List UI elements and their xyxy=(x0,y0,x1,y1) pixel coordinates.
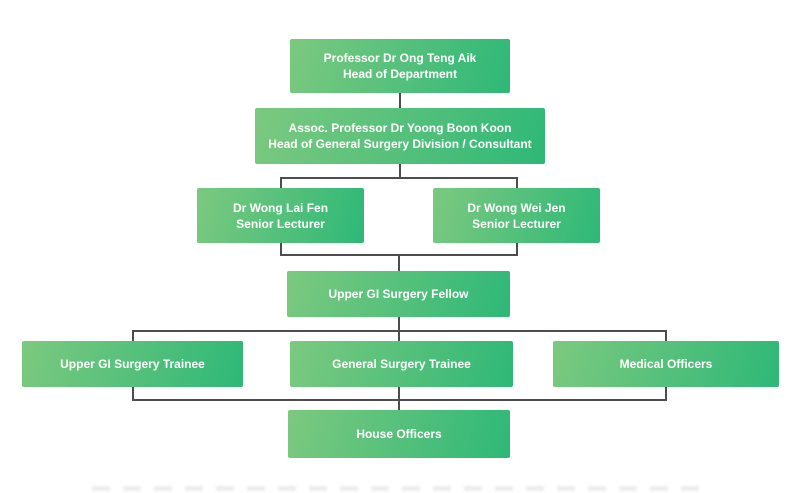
node-subtitle: Head of Department xyxy=(342,67,458,81)
node-title: Assoc. Professor Dr Yoong Boon Koon xyxy=(288,121,512,135)
connector-trainees-crossbar xyxy=(132,330,667,332)
node-title: Upper GI Surgery Trainee xyxy=(60,357,205,371)
connector-rise-trainee-middle xyxy=(398,387,400,399)
node-title: Dr Wong Wei Jen xyxy=(467,200,566,215)
cropped-text-artifact xyxy=(92,486,710,491)
org-node-senior-lecturer-wong-lai-fen: Dr Wong Lai Fen Senior Lecturer xyxy=(197,188,364,243)
connector-rise-trainee-left xyxy=(132,387,134,399)
connector-rise-lecturer-left xyxy=(280,243,282,254)
connector-lecturers-crossbar xyxy=(280,177,518,179)
connector-head-to-division xyxy=(399,93,401,108)
org-node-division-head-consultant: Assoc. Professor Dr Yoong Boon Koon Head… xyxy=(255,108,545,164)
connector-drop-trainee-middle xyxy=(398,330,400,341)
node-subtitle: Senior Lecturer xyxy=(472,216,561,231)
node-title: Medical Officers xyxy=(619,357,713,371)
connector-drop-officers-right xyxy=(665,330,667,341)
connector-drop-lecturer-left xyxy=(280,177,282,188)
node-title: Professor Dr Ong Teng Aik xyxy=(323,51,477,65)
org-node-senior-lecturer-wong-wei-jen: Dr Wong Wei Jen Senior Lecturer xyxy=(433,188,600,243)
node-subtitle: Senior Lecturer xyxy=(236,216,325,231)
connector-fellow-stem xyxy=(398,254,400,271)
node-title: General Surgery Trainee xyxy=(332,357,471,371)
node-title: House Officers xyxy=(356,427,442,441)
connector-fellow-down-stem xyxy=(398,317,400,330)
connector-division-stem xyxy=(399,164,401,177)
org-node-medical-officers: Medical Officers xyxy=(553,341,779,387)
connector-rise-officers-right xyxy=(665,387,667,399)
connector-house-crossbar xyxy=(132,399,667,401)
node-title: Upper GI Surgery Fellow xyxy=(328,287,469,301)
connector-house-stem xyxy=(398,399,400,410)
org-node-upper-gi-surgery-fellow: Upper GI Surgery Fellow xyxy=(287,271,510,317)
node-subtitle: Head of General Surgery Division / Consu… xyxy=(268,137,532,151)
org-node-upper-gi-surgery-trainee: Upper GI Surgery Trainee xyxy=(22,341,243,387)
connector-rise-lecturer-right xyxy=(516,243,518,254)
org-node-head-of-department: Professor Dr Ong Teng Aik Head of Depart… xyxy=(290,39,510,93)
node-title: Dr Wong Lai Fen xyxy=(232,200,329,215)
connector-drop-lecturer-right xyxy=(516,177,518,188)
org-node-house-officers: House Officers xyxy=(288,410,510,458)
connector-drop-trainee-left xyxy=(132,330,134,341)
org-node-general-surgery-trainee: General Surgery Trainee xyxy=(290,341,513,387)
